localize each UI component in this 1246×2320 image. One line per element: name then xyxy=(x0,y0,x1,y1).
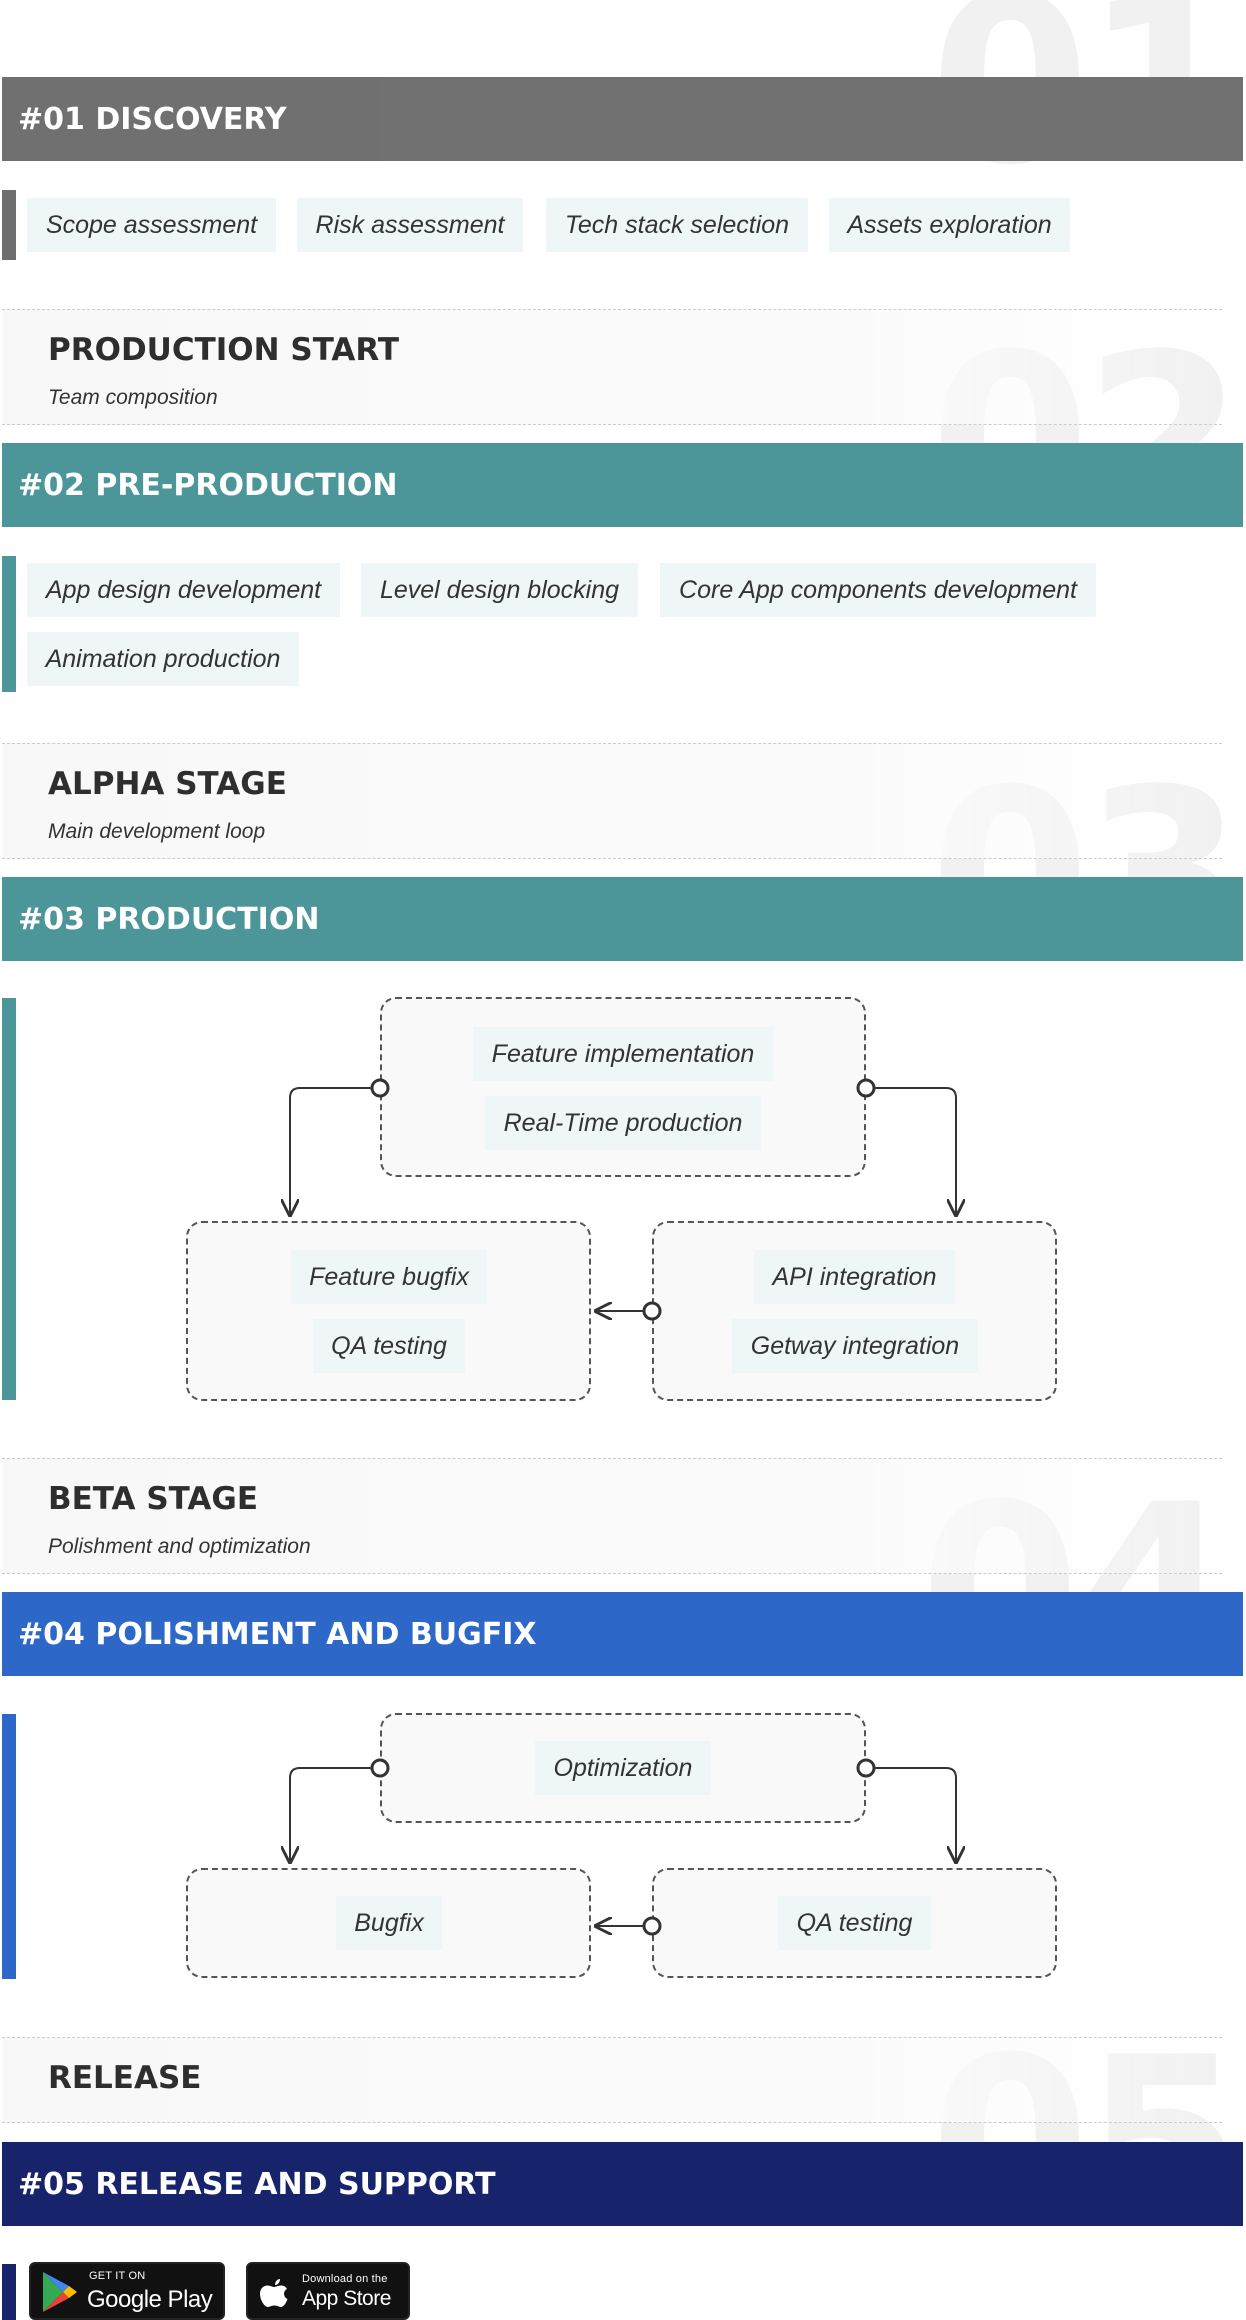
connector-node xyxy=(642,1301,662,1321)
stage-title: BETA STAGE xyxy=(48,1481,259,1517)
stage-subtitle: Team composition xyxy=(48,386,218,409)
stage-release: RELEASE xyxy=(2,2037,1222,2123)
chip-scope-assessment: Scope assessment xyxy=(27,198,276,252)
arrow-top-to-right xyxy=(874,1087,956,1215)
chip-feature-implementation: Feature implementation xyxy=(473,1027,773,1081)
chip-qa-testing: QA testing xyxy=(778,1896,931,1950)
phase-header-polishment: #04 POLISHMENT AND BUGFIX xyxy=(2,1592,1243,1676)
stage-subtitle: Main development loop xyxy=(48,820,266,843)
chip-core-app-components: Core App components development xyxy=(660,563,1096,617)
chip-optimization: Optimization xyxy=(535,1741,711,1795)
phase-accent-discovery xyxy=(2,190,16,260)
connector-node xyxy=(856,1758,876,1778)
google-play-small-label: GET IT ON xyxy=(89,2270,146,2282)
arrow-top-to-left xyxy=(290,1087,372,1215)
phase-accent-release-support xyxy=(2,2264,16,2320)
phase-header-production: #03 PRODUCTION xyxy=(2,877,1243,961)
app-store-button[interactable]: Download on the App Store xyxy=(246,2262,410,2320)
chip-assets-exploration: Assets exploration xyxy=(829,198,1070,252)
chip-real-time-production: Real-Time production xyxy=(485,1096,761,1150)
stage-title: ALPHA STAGE xyxy=(48,766,287,802)
connector-node xyxy=(642,1916,662,1936)
phase-accent-production xyxy=(2,998,16,1400)
phase-accent-polishment xyxy=(2,1714,16,1979)
chip-animation-production: Animation production xyxy=(27,632,299,686)
stage-production-start: PRODUCTION START Team composition xyxy=(2,309,1222,425)
chip-level-design-blocking: Level design blocking xyxy=(361,563,638,617)
loop-box-top xyxy=(380,1713,866,1823)
google-play-button[interactable]: GET IT ON Google Play xyxy=(29,2262,225,2320)
chip-app-design-development: App design development xyxy=(27,563,340,617)
phase-header-pre-production: #02 PRE-PRODUCTION xyxy=(2,443,1243,527)
chip-tech-stack-selection: Tech stack selection xyxy=(546,198,808,252)
chip-bugfix: Bugfix xyxy=(336,1896,442,1950)
google-play-big-label: Google Play xyxy=(87,2286,213,2313)
chip-qa-testing: QA testing xyxy=(313,1319,465,1373)
apple-icon xyxy=(260,2279,288,2307)
chip-feature-bugfix: Feature bugfix xyxy=(291,1250,487,1304)
connector-node xyxy=(856,1078,876,1098)
app-store-small-label: Download on the xyxy=(302,2273,388,2285)
stage-title: PRODUCTION START xyxy=(48,332,400,368)
google-play-icon xyxy=(43,2272,77,2312)
chip-getway-integration: Getway integration xyxy=(732,1319,978,1373)
phase-header-discovery: #01 DISCOVERY xyxy=(2,77,1243,161)
chip-risk-assessment: Risk assessment xyxy=(297,198,523,252)
phase-header-release-support: #05 RELEASE AND SUPPORT xyxy=(2,2142,1243,2226)
stage-beta: BETA STAGE Polishment and optimization xyxy=(2,1458,1222,1574)
arrow-top-to-right xyxy=(874,1767,956,1862)
stage-alpha: ALPHA STAGE Main development loop xyxy=(2,743,1222,859)
connector-node xyxy=(370,1078,390,1098)
app-store-big-label: App Store xyxy=(302,2287,391,2310)
connector-node xyxy=(370,1758,390,1778)
arrow-top-to-left xyxy=(290,1767,372,1862)
stage-title: RELEASE xyxy=(48,2060,202,2096)
phase-accent-pre-production xyxy=(2,556,16,692)
chip-api-integration: API integration xyxy=(754,1250,955,1304)
stage-subtitle: Polishment and optimization xyxy=(48,1535,311,1558)
